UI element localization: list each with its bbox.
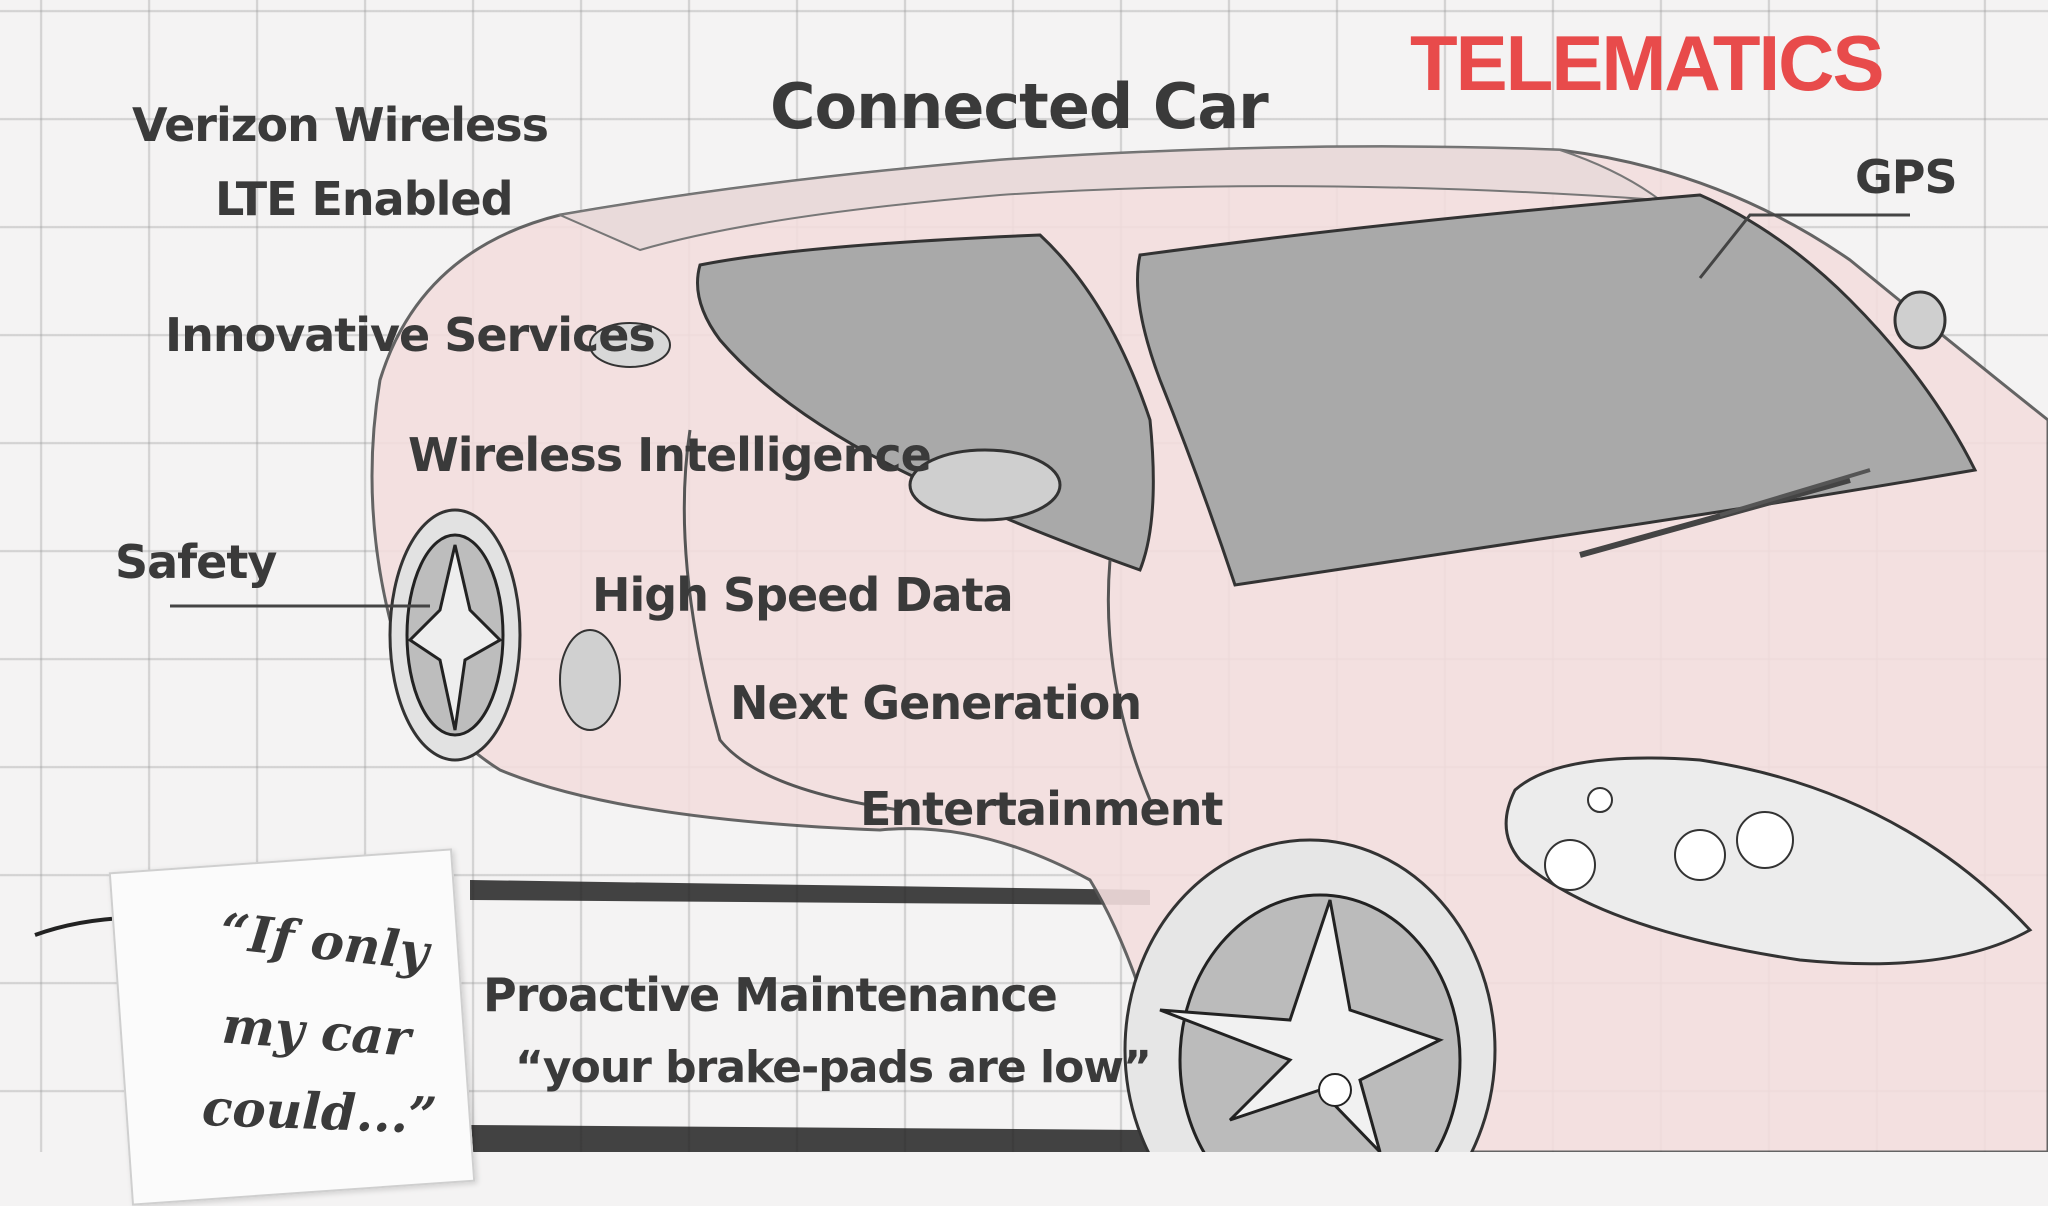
pedestal-shadow [470, 880, 1150, 905]
gps-label: GPS [1855, 150, 1958, 204]
door-line [682, 429, 901, 812]
car-sketch-illustration [34, 145, 2048, 1152]
side-intake-low [559, 629, 621, 731]
gps-callout-line [1698, 213, 1910, 279]
windshield [1136, 193, 1978, 587]
pedestal-base [470, 1125, 1150, 1152]
front-wheel [1123, 838, 1497, 1152]
brake-pads-quote: “your brake-pads are low” [515, 1042, 1152, 1093]
note-line-3: could...” [201, 1077, 439, 1146]
rear-wheel [388, 508, 522, 762]
side-intake-top [589, 322, 671, 368]
proactive-maintenance-label: Proactive Maintenance [483, 968, 1058, 1022]
left-mirror [908, 448, 1062, 522]
innovative-services-label: Innovative Services [165, 308, 656, 362]
telematics-title: TELEMATICS [1410, 19, 1885, 107]
connected-car-title: Connected Car [770, 70, 1269, 143]
entertainment-label: Entertainment [860, 782, 1223, 836]
verizon-label-line2: LTE Enabled [215, 172, 514, 226]
high-speed-data-label: High Speed Data [592, 568, 1014, 622]
right-mirror [1893, 290, 1947, 350]
next-generation-label: Next Generation [730, 676, 1142, 730]
wireless-intelligence-label: Wireless Intelligence [408, 428, 932, 482]
safety-label: Safety [115, 535, 277, 589]
verizon-label-line1: Verizon Wireless [132, 98, 549, 152]
